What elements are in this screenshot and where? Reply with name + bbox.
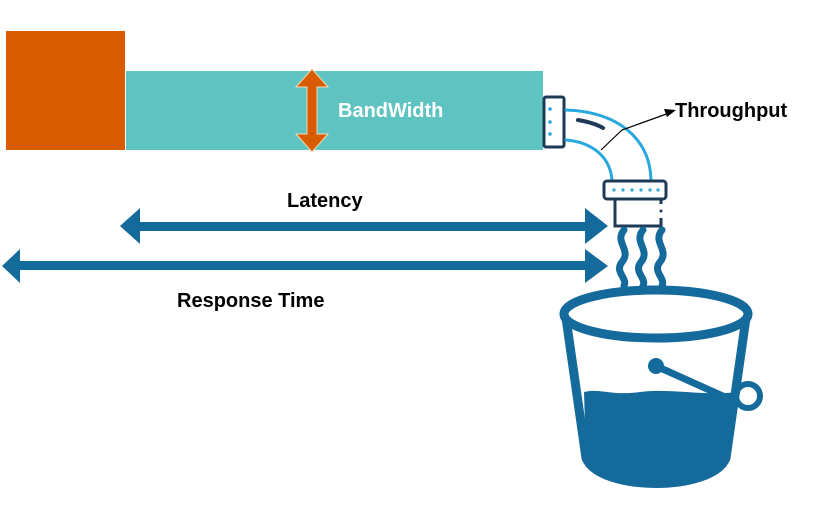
bandwidth-arrow [294,68,330,153]
source-block-icon [6,31,125,150]
bucket-icon [559,285,763,488]
throughput-pointer [600,109,676,151]
curved-hose-icon [564,108,653,182]
response-time-label: Response Time [177,290,324,312]
response-time-arrow [2,249,608,283]
pipe-cap-icon [542,95,566,149]
throughput-label: Throughput [675,100,788,122]
nozzle-icon [602,179,668,228]
bandwidth-label: BandWidth [338,100,443,122]
pipe [126,71,543,150]
water-stream-icon [616,226,667,290]
latency-arrow [120,208,608,244]
latency-label: Latency [287,190,363,212]
